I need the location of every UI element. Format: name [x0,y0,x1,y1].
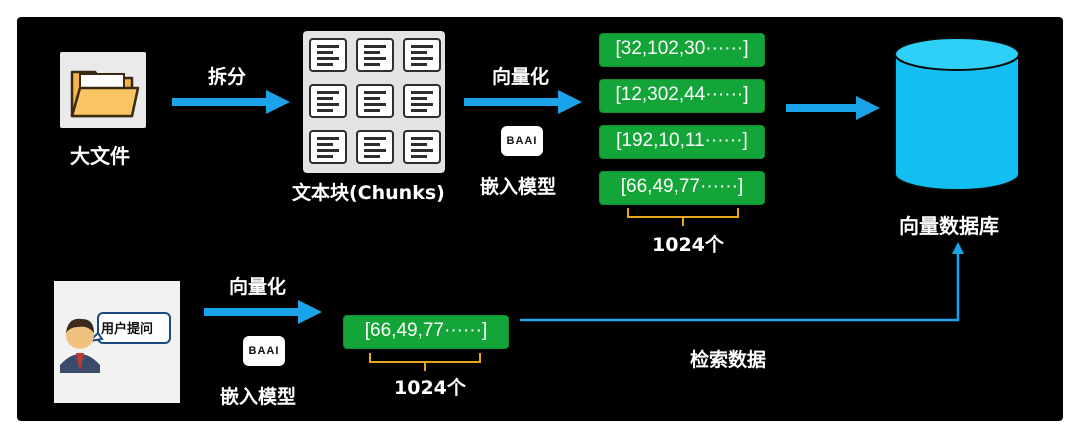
vector-box: [192,10,11······] [599,125,765,159]
document-icon [309,38,347,72]
split-arrow [172,90,290,114]
vector-box: [66,49,77······] [599,171,765,205]
dimension-label-top: 1024个 [652,234,724,256]
big-file-label: 大文件 [70,144,130,168]
document-icon [403,38,441,72]
vector-box: [12,302,44······] [599,79,765,113]
folder-icon [60,52,146,128]
vector-box: [32,102,30······] [599,33,765,67]
vectorize-arrow-bottom [204,300,322,324]
dimension-brace [627,208,739,226]
chunks-label: 文本块(Chunks) [292,182,445,204]
vectorize-label-bottom: 向量化 [229,276,287,298]
baai-logo: BAAI [501,126,543,156]
embed-model-label-top: 嵌入模型 [480,176,557,198]
dimension-brace [369,353,481,371]
vector-db-label: 向量数据库 [899,214,999,238]
retrieve-arrow [520,242,964,322]
document-icon [309,130,347,164]
retrieve-label: 检索数据 [690,349,767,371]
document-icon [309,84,347,118]
dimension-label-bottom: 1024个 [394,377,466,399]
user-question-label: 用户提问 [101,322,154,337]
document-icon [403,130,441,164]
document-icon [356,84,394,118]
document-icon [403,84,441,118]
split-label: 拆分 [208,66,247,88]
database-icon [894,37,1020,191]
baai-logo: BAAI [243,336,285,366]
document-icon [356,130,394,164]
query-vector-box: [66,49,77······] [343,315,509,349]
diagram-panel [17,17,1063,421]
embed-model-label-bottom: 嵌入模型 [220,386,297,408]
vectorize-label-top: 向量化 [492,66,550,88]
user-question-icon [54,281,180,403]
vectorize-arrow-top [464,90,582,114]
document-icon [356,38,394,72]
store-arrow [786,96,880,120]
